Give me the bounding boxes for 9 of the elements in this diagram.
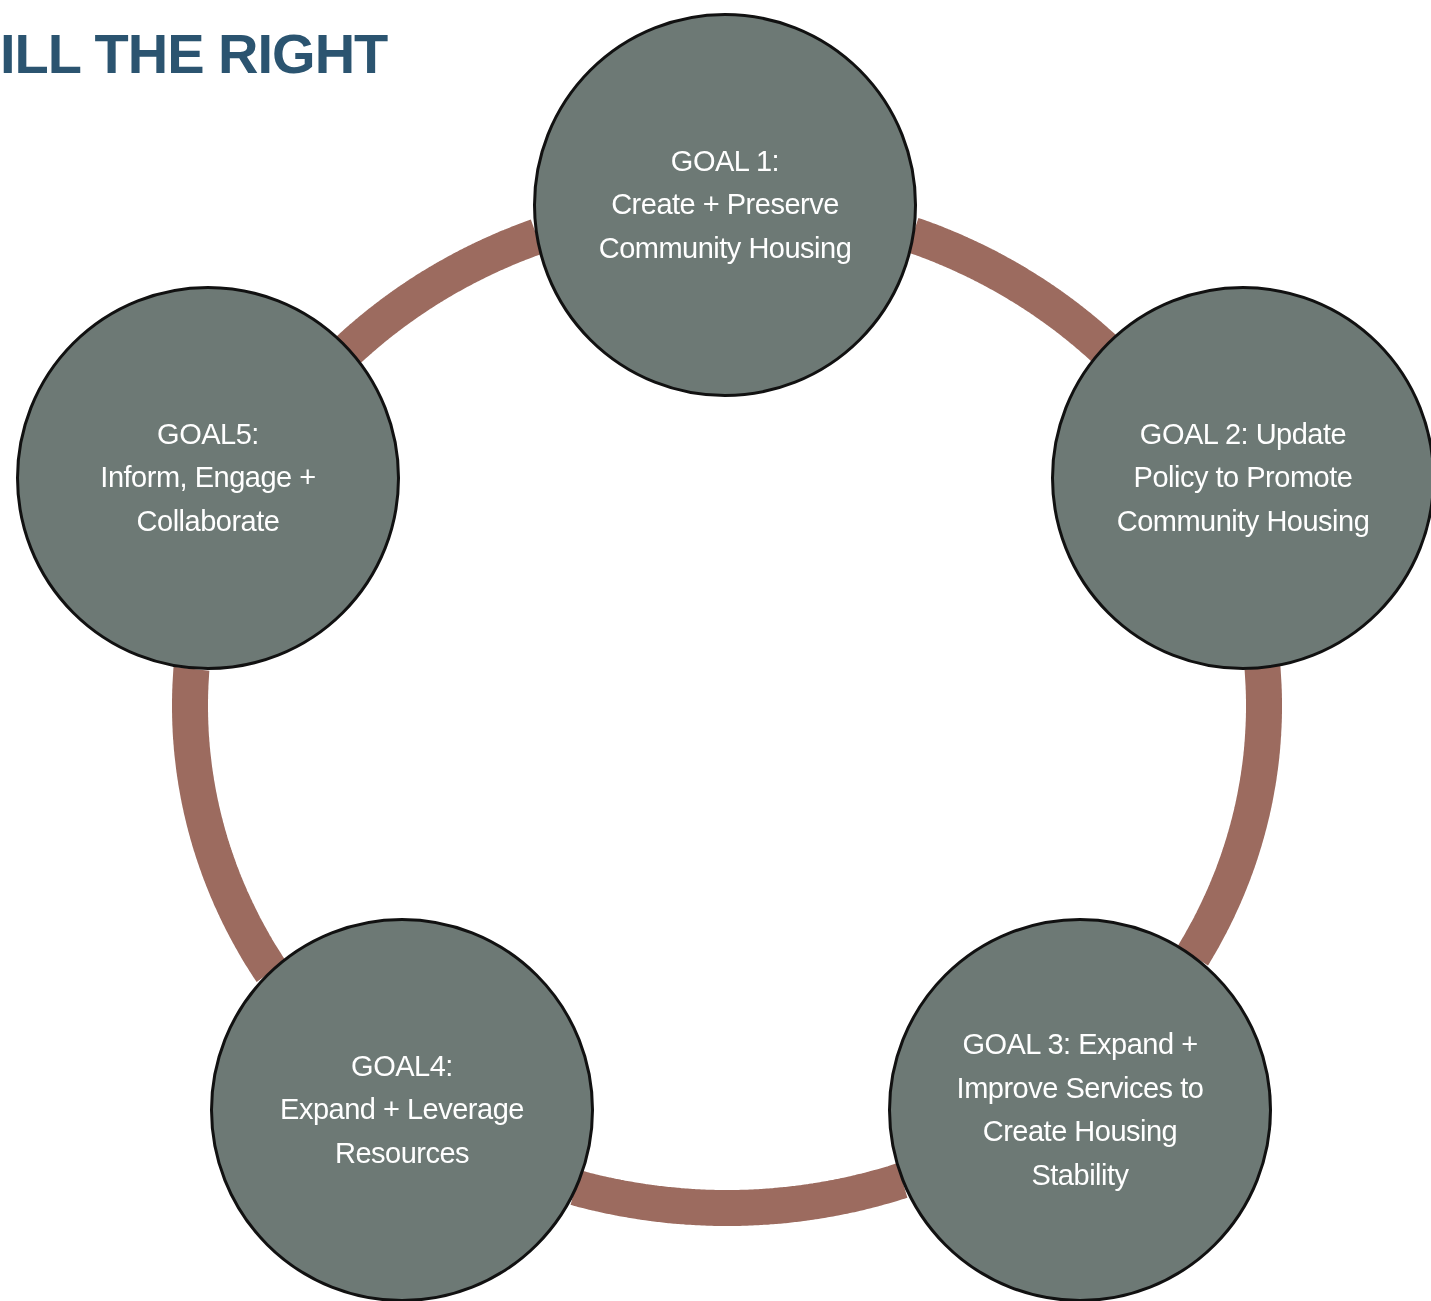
goal-text: GOAL 1: [670,143,780,179]
goal-text: GOAL4: [351,1048,453,1084]
goal-text: Inform, Engage + Collaborate [99,460,317,539]
goal-text: Expand + Leverage Resources [279,1092,525,1171]
goal-text: GOAL5: [157,416,259,452]
goal-text: GOAL 2: Update Policy to Promote Community Housing [1115,416,1371,539]
goal-text: Create + Preserve Community Housing [597,187,853,266]
heading-fragment: ILL THE RIGHT [0,26,388,82]
goal-text: GOAL 3: Expand + Improve Services to Create Housing Stability [955,1027,1205,1193]
